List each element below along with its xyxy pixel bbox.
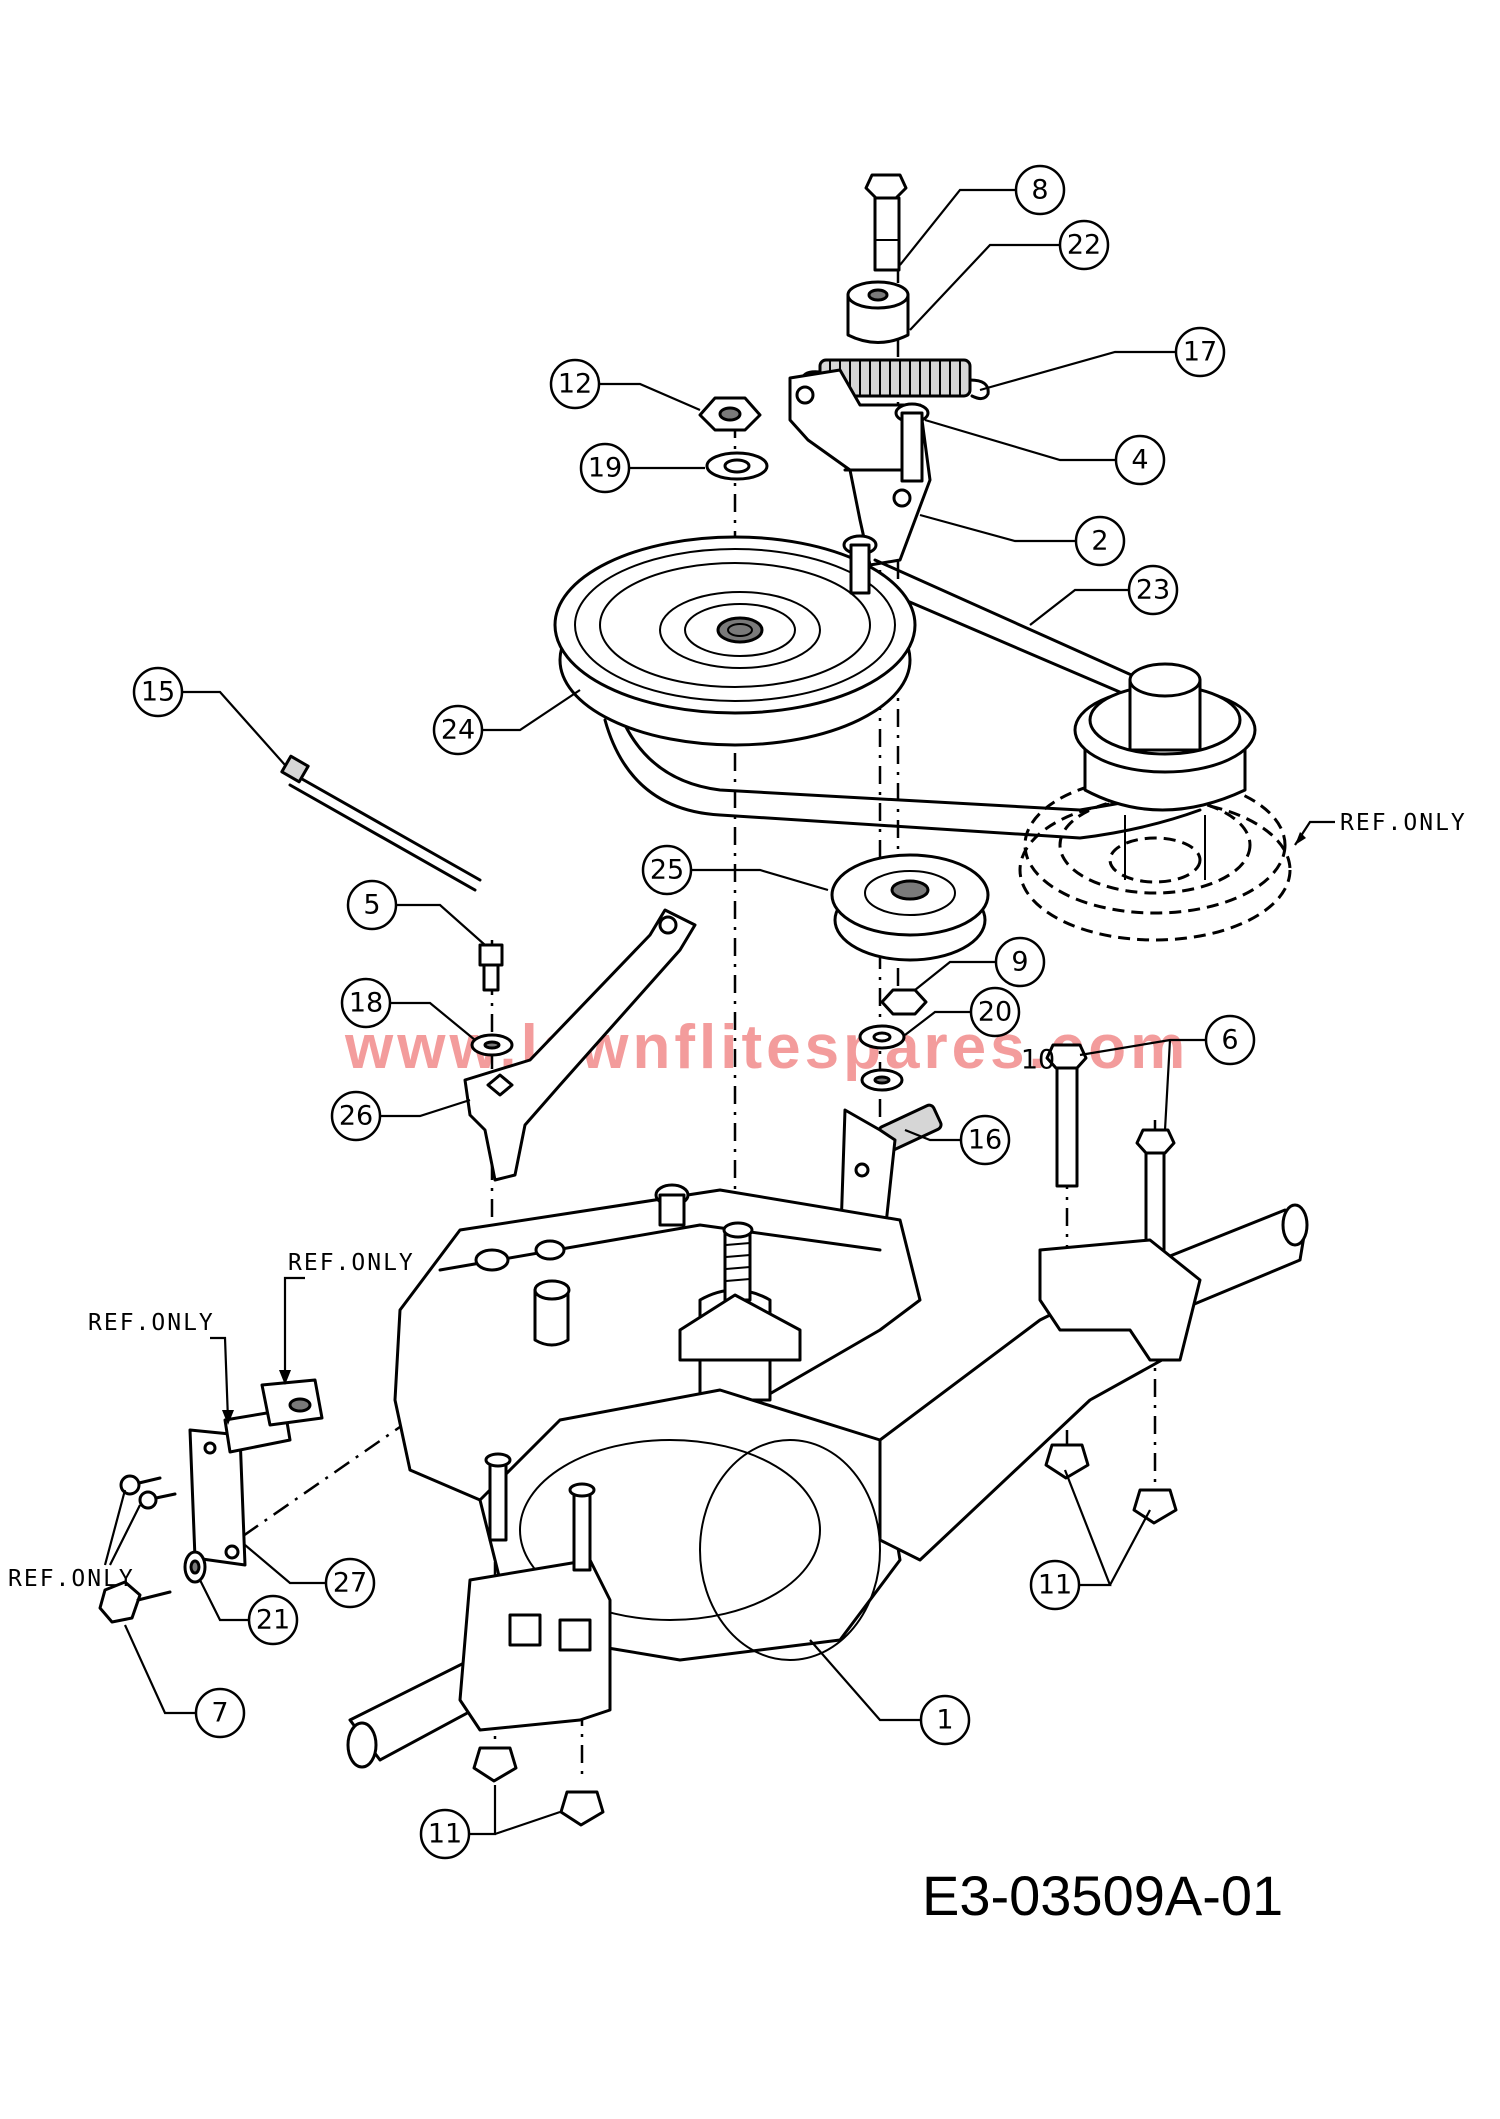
spacer-22: [846, 280, 910, 344]
svg-text:22: 22: [1067, 230, 1101, 261]
nut-12: [698, 396, 762, 432]
svg-text:26: 26: [339, 1101, 373, 1132]
callout-8: 8: [1014, 164, 1066, 216]
callout-25: 25: [641, 844, 693, 896]
ref-only-label: REF.ONLY: [88, 1310, 215, 1336]
callout-4: 4: [1114, 434, 1166, 486]
callout-18: 18: [340, 977, 392, 1029]
plate-27: [188, 1428, 247, 1567]
callout-22: 22: [1058, 219, 1110, 271]
svg-text:16: 16: [968, 1125, 1002, 1156]
svg-text:8: 8: [1031, 175, 1048, 206]
lever-26: [463, 908, 697, 1182]
callout-11-left: 11: [419, 1808, 471, 1860]
svg-text:10: 10: [1021, 1045, 1055, 1076]
callout-20: 20: [969, 986, 1021, 1038]
svg-text:25: 25: [650, 855, 684, 886]
nut-11-c: [472, 1746, 518, 1783]
washer-21: [183, 1550, 207, 1584]
svg-text:24: 24: [441, 715, 475, 746]
callout-12: 12: [549, 358, 601, 410]
washer-18: [470, 1033, 514, 1057]
transaxle-1: [346, 1183, 1309, 1769]
svg-text:15: 15: [141, 677, 175, 708]
callout-10: 10: [1021, 1045, 1055, 1076]
callout-19: 19: [579, 442, 631, 494]
idler-pulley-25: [830, 853, 990, 962]
bolt-8: [864, 173, 908, 272]
callout-2: 2: [1074, 515, 1126, 567]
screws-ref: [119, 1474, 177, 1510]
callout-15: 15: [132, 666, 184, 718]
idler-bracket-2: [788, 368, 932, 567]
bolt-10: [1045, 1043, 1088, 1188]
callout-7: 7: [194, 1687, 246, 1739]
callout-16: 16: [959, 1114, 1011, 1166]
callout-17: 17: [1174, 326, 1226, 378]
callout-24: 24: [432, 704, 484, 756]
callout-1: 1: [919, 1694, 971, 1746]
ref-only-label: REF.ONLY: [288, 1250, 415, 1276]
svg-text:1: 1: [936, 1705, 953, 1736]
callout-6: 6: [1204, 1014, 1256, 1066]
svg-text:21: 21: [256, 1605, 290, 1636]
bolt-4: [894, 402, 930, 483]
ref-only-label: REF.ONLY: [8, 1566, 135, 1592]
washer-20: [858, 1024, 906, 1050]
svg-text:11: 11: [1038, 1570, 1072, 1601]
svg-text:17: 17: [1183, 337, 1217, 368]
cable-tie-15: [280, 754, 482, 892]
callout-5: 5: [346, 879, 398, 931]
nut-11-a: [1044, 1443, 1090, 1480]
svg-text:12: 12: [558, 369, 592, 400]
svg-text:18: 18: [349, 988, 383, 1019]
nut-11-d: [559, 1790, 605, 1827]
drawing-number: E3-03509A-01: [922, 1864, 1283, 1927]
svg-text:5: 5: [363, 890, 380, 921]
svg-text:4: 4: [1131, 445, 1148, 476]
svg-text:2: 2: [1091, 526, 1108, 557]
nut-11-b: [1132, 1488, 1178, 1525]
ref-only-labels: REF.ONLY REF.ONLY REF.ONLY REF.ONLY: [8, 810, 1467, 1592]
callout-26: 26: [330, 1090, 382, 1142]
belt-23: [603, 558, 1202, 840]
svg-text:20: 20: [978, 997, 1012, 1028]
callout-9: 9: [994, 936, 1046, 988]
ref-only-label: REF.ONLY: [1340, 810, 1467, 836]
svg-text:23: 23: [1136, 575, 1170, 606]
callout-27: 27: [324, 1557, 376, 1609]
bolt-6: [1135, 1128, 1176, 1260]
svg-text:7: 7: [211, 1698, 228, 1729]
bolt-2-pin: [842, 534, 878, 595]
pulley-24: [553, 535, 917, 747]
bolt-5: [478, 943, 504, 992]
callout-23: 23: [1127, 564, 1179, 616]
nut-9: [880, 988, 928, 1016]
svg-text:6: 6: [1221, 1025, 1238, 1056]
washer-extra: [860, 1068, 904, 1092]
svg-text:11: 11: [428, 1819, 462, 1850]
callout-11-right: 11: [1029, 1559, 1081, 1611]
bracket-ref-b: [260, 1378, 324, 1427]
svg-text:9: 9: [1011, 947, 1028, 978]
callouts: 8 22 17 12 4 19 2 23 15 24 25 5: [123, 164, 1256, 1860]
callout-21: 21: [247, 1594, 299, 1646]
engine-pulley-ref: [1018, 662, 1292, 942]
bolt-7: [98, 1580, 172, 1624]
svg-text:19: 19: [588, 453, 622, 484]
svg-text:27: 27: [333, 1568, 367, 1599]
washer-19: [705, 451, 769, 481]
